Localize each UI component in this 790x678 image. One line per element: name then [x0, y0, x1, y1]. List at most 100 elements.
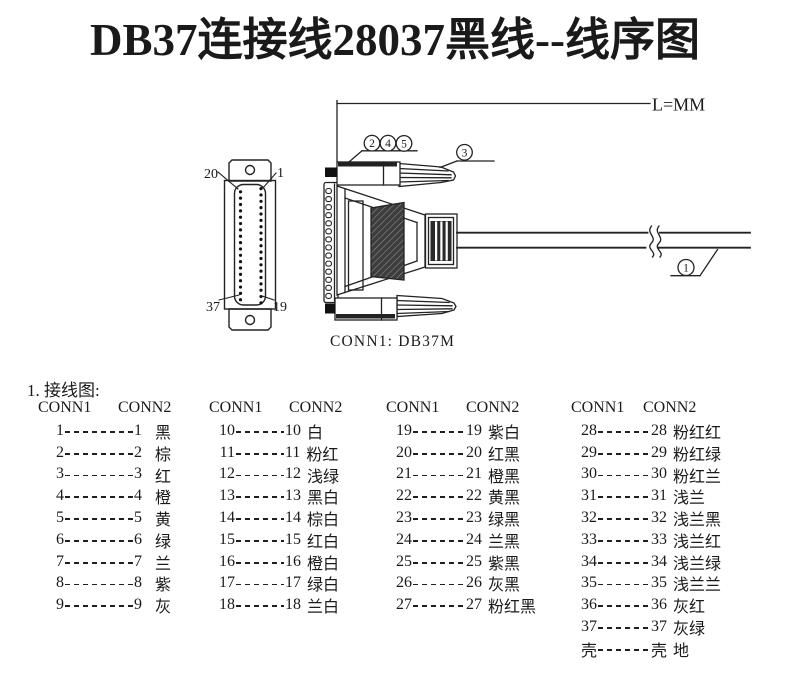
conn1-pin: 19 — [396, 421, 412, 439]
conn2-pin: 17 — [285, 574, 301, 592]
conn1-pin: 21 — [396, 465, 412, 483]
mount-ear-bottom — [228, 308, 272, 331]
wire-color: 浅兰绿 — [673, 555, 722, 573]
pin-label-20: 20 — [204, 167, 218, 182]
conn2-pin: 36 — [651, 596, 667, 614]
conn1-pin: 37 — [581, 618, 597, 636]
dsub-shroud — [233, 183, 267, 306]
conn2-pin: 10 — [285, 421, 301, 439]
wire-color: 兰 — [155, 555, 172, 573]
strain-relief — [424, 213, 458, 269]
wire-line — [413, 474, 465, 477]
conn2-pin: 6 — [134, 530, 142, 548]
callout-4-label: 4 — [385, 138, 391, 150]
wire-color: 浅兰黑 — [673, 512, 722, 530]
conn2-pin: 1 — [134, 421, 142, 439]
conn2-pin: 37 — [651, 618, 667, 636]
wire-line — [598, 649, 650, 651]
conn1-pin: 24 — [396, 530, 412, 548]
wire-color: 红 — [155, 468, 172, 486]
conn2-pin: 27 — [466, 596, 482, 614]
pin-label-19: 19 — [273, 300, 287, 315]
conn2-pin: 5 — [134, 509, 142, 527]
wire-line — [598, 431, 650, 433]
conn1-pin: 22 — [396, 487, 412, 505]
conn1-pin: 28 — [581, 421, 597, 439]
conn2-pin: 19 — [466, 421, 482, 439]
wire-line — [236, 561, 284, 564]
wire-color: 黄 — [155, 512, 172, 530]
conn2-pin: 16 — [285, 552, 301, 570]
conn2-pin: 11 — [285, 443, 301, 461]
wire-line — [236, 583, 284, 586]
connector-caption: CONN1: DB37M — [330, 333, 455, 350]
conn2-pin: 24 — [466, 530, 482, 548]
wire-line — [65, 431, 133, 433]
wire-line — [598, 583, 650, 586]
conn1-header: CONN1 — [38, 399, 92, 416]
front-view-connector: 20 1 37 19 — [204, 159, 287, 331]
conn1-header: CONN1 — [571, 399, 625, 416]
conn2-pin: 28 — [651, 421, 667, 439]
mount-hole-bottom — [244, 314, 256, 326]
pin-dots — [238, 187, 263, 305]
wire-color: 紫 — [155, 577, 172, 595]
conn2-header: CONN2 — [118, 399, 172, 416]
cable — [456, 225, 751, 258]
conn2-header: CONN2 — [289, 399, 343, 416]
callout-5-label: 5 — [401, 138, 407, 150]
conn1-pin: 29 — [581, 443, 597, 461]
wire-color: 兰白 — [307, 599, 340, 617]
wiring-row: 20 20 红黑 — [378, 442, 606, 464]
conn1-pin: 4 — [56, 487, 64, 505]
conn1-pin: 18 — [219, 596, 235, 614]
dimension-line — [336, 99, 651, 162]
wire-color: 粉红绿 — [673, 446, 722, 464]
wire-line — [65, 583, 133, 586]
conn1-pin: 6 — [56, 530, 64, 548]
contact-profile — [325, 187, 332, 299]
wire-color: 黄黑 — [488, 490, 521, 508]
mount-ear-top — [228, 159, 272, 182]
wire-line — [598, 496, 650, 499]
conn1-pin: 20 — [396, 443, 412, 461]
wire-color: 红黑 — [488, 446, 521, 464]
conn2-pin: 22 — [466, 487, 482, 505]
hood-window — [347, 200, 364, 291]
wire-color: 棕 — [155, 446, 172, 464]
conn1-pin: 14 — [219, 509, 235, 527]
wire-color: 灰黑 — [488, 577, 521, 595]
conn1-pin: 16 — [219, 552, 235, 570]
conn1-pin: 30 — [581, 465, 597, 483]
conn2-pin: 20 — [466, 443, 482, 461]
callout-3-label: 3 — [462, 147, 468, 159]
conn2-pin: 31 — [651, 487, 667, 505]
wire-line — [413, 583, 465, 586]
conn2-pin: 35 — [651, 574, 667, 592]
side-view-connector: L=MM — [323, 95, 751, 350]
wire-line — [413, 496, 465, 499]
mount-hole-top — [244, 164, 256, 176]
wire-line — [236, 496, 284, 499]
wire-color: 灰红 — [673, 599, 706, 617]
wire-line — [598, 561, 650, 564]
wire-line — [65, 540, 133, 542]
wire-line — [413, 518, 465, 520]
conn2-pin: 7 — [134, 552, 142, 570]
